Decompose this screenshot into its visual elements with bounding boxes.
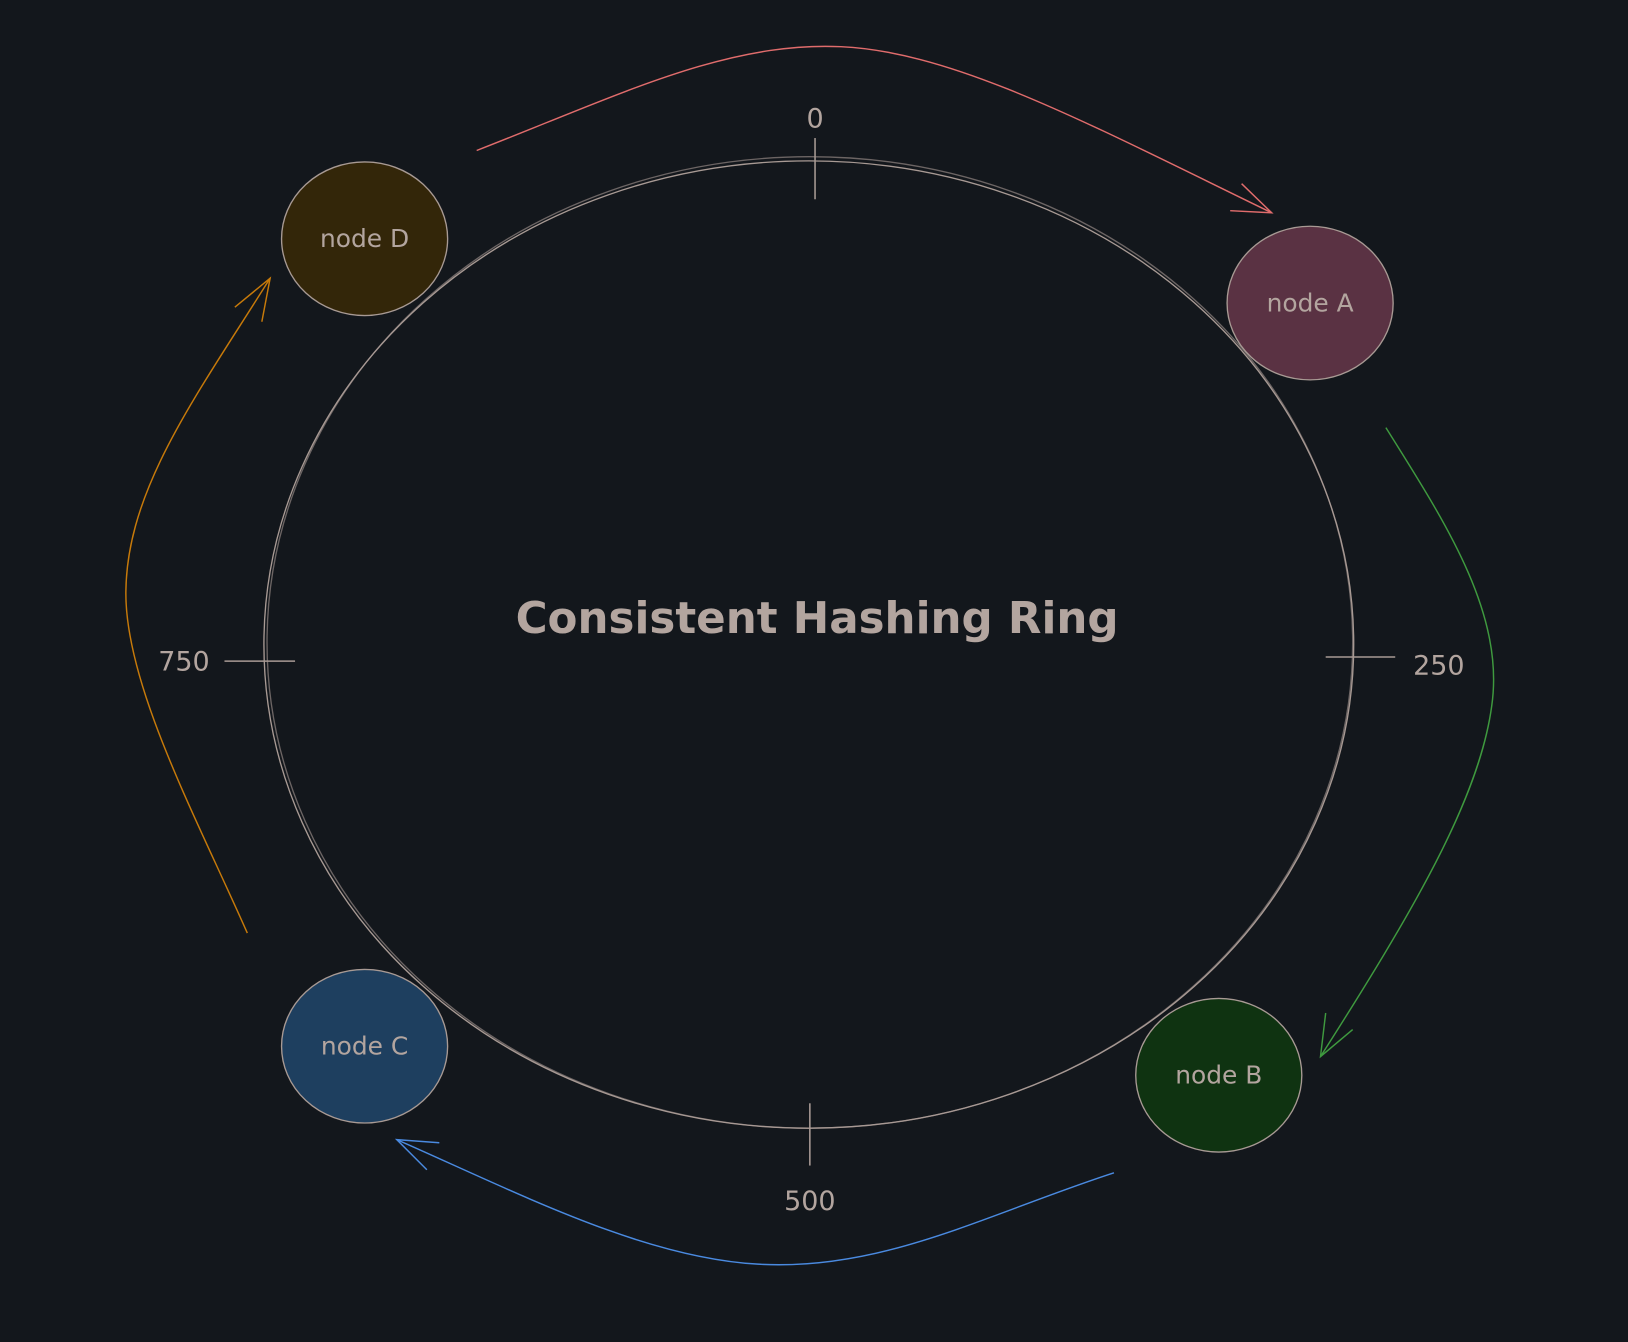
tick-label-500: 500 [784,1186,835,1217]
node-d[interactable]: node D [280,161,449,317]
arrow-d-to-a [476,45,1274,214]
node-a[interactable]: node A [1226,225,1394,381]
node-b-label: node B [1175,1061,1262,1090]
tick-label-750: 750 [158,646,209,677]
arrow-c-to-d [125,276,272,934]
diagram-title: Consistent Hashing Ring [516,594,1119,644]
tick-label-0: 0 [806,104,823,135]
arrow-a-to-b [1319,427,1495,1059]
node-b[interactable]: node B [1135,997,1303,1153]
node-c-label: node C [321,1032,408,1061]
tick-label-250: 250 [1413,651,1464,682]
node-d-label: node D [320,224,409,253]
arrow-b-to-c [394,1138,1115,1266]
hash-ring [263,160,1355,1129]
node-c[interactable]: node C [280,968,449,1124]
node-a-label: node A [1267,288,1354,317]
